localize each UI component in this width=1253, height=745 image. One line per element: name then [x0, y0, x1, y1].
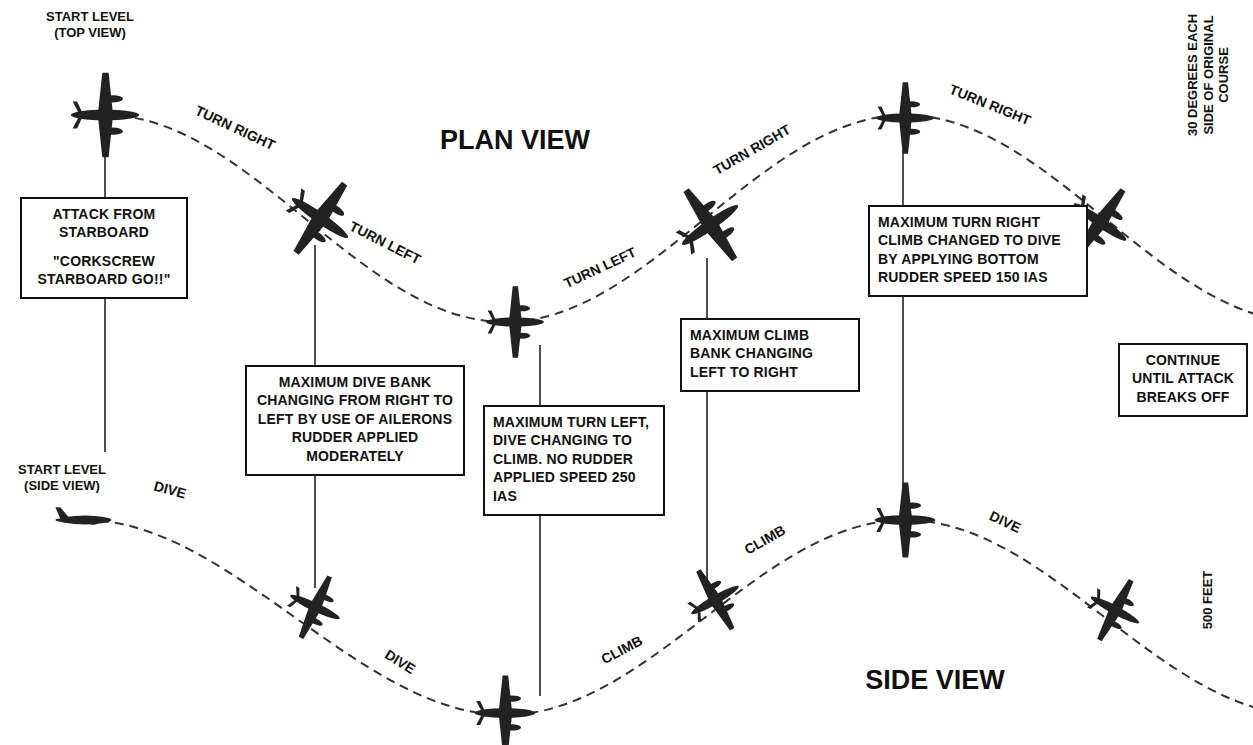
callout-box: CONTINUE UNTIL ATTACK BREAKS OFF [1118, 343, 1248, 417]
callout-text: MAXIMUM DIVE BANK CHANGING FROM RIGHT TO… [255, 373, 455, 465]
path-label: START LEVEL (SIDE VIEW) [0, 462, 124, 493]
aircraft-top-view [268, 164, 373, 273]
path-label: CLIMB [597, 631, 648, 669]
aircraft-side-view [55, 507, 111, 525]
leader-line [902, 150, 904, 490]
aircraft-top-view [876, 82, 934, 153]
path-label: 500 FEET [1200, 569, 1216, 632]
path-label: DIVE [380, 645, 420, 679]
aircraft-top-view [71, 73, 139, 158]
path-label: DIVE [985, 507, 1025, 538]
callout-box: MAXIMUM TURN RIGHT CLIMB CHANGED TO DIVE… [868, 205, 1088, 297]
plan-flight-path [105, 115, 1253, 322]
aircraft-banked [475, 675, 536, 745]
path-label: TURN LEFT [559, 243, 640, 293]
view-heading: SIDE VIEW [858, 664, 1012, 696]
callout-box: MAXIMUM TURN LEFT, DIVE CHANGING TO CLIM… [483, 405, 665, 516]
callout-text: MAXIMUM TURN RIGHT CLIMB CHANGED TO DIVE… [878, 213, 1078, 287]
path-label: TURN RIGHT [945, 80, 1035, 129]
leader-line [706, 258, 708, 582]
callout-box: MAXIMUM DIVE BANK CHANGING FROM RIGHT TO… [245, 365, 465, 476]
leader-line [539, 345, 541, 696]
aircraft-banked [875, 482, 936, 557]
callout-text: ATTACK FROM STARBOARD [30, 205, 178, 242]
side-flight-path [85, 520, 1253, 715]
callout-text: MAXIMUM CLIMB BANK CHANGING LEFT TO RIGH… [690, 326, 850, 381]
path-label: 30 DEGREES EACH SIDE OF ORIGINAL COURSE [1185, 9, 1232, 141]
aircraft-top-view [486, 286, 544, 357]
callout-text: "CORKSCREW STARBOARD GO!!" [30, 252, 178, 289]
path-label: CLIMB [740, 521, 790, 560]
aircraft-top-view [658, 171, 763, 280]
aircraft-banked [276, 565, 354, 649]
callout-text: CONTINUE UNTIL ATTACK BREAKS OFF [1128, 351, 1238, 406]
callout-box: MAXIMUM CLIMB BANK CHANGING LEFT TO RIGH… [680, 318, 860, 392]
path-label: TURN LEFT [345, 217, 425, 269]
aircraft-banked [1075, 567, 1155, 652]
aircraft-banked [674, 557, 755, 643]
callout-box: ATTACK FROM STARBOARD "CORKSCREW STARBOAR… [20, 197, 188, 299]
path-label: TURN RIGHT [709, 120, 796, 180]
path-label: START LEVEL (TOP VIEW) [32, 9, 148, 40]
callout-text: MAXIMUM TURN LEFT, DIVE CHANGING TO CLIM… [493, 413, 655, 505]
path-label: TURN RIGHT [191, 101, 280, 154]
path-label: DIVE [150, 477, 190, 503]
view-heading: PLAN VIEW [438, 124, 592, 156]
